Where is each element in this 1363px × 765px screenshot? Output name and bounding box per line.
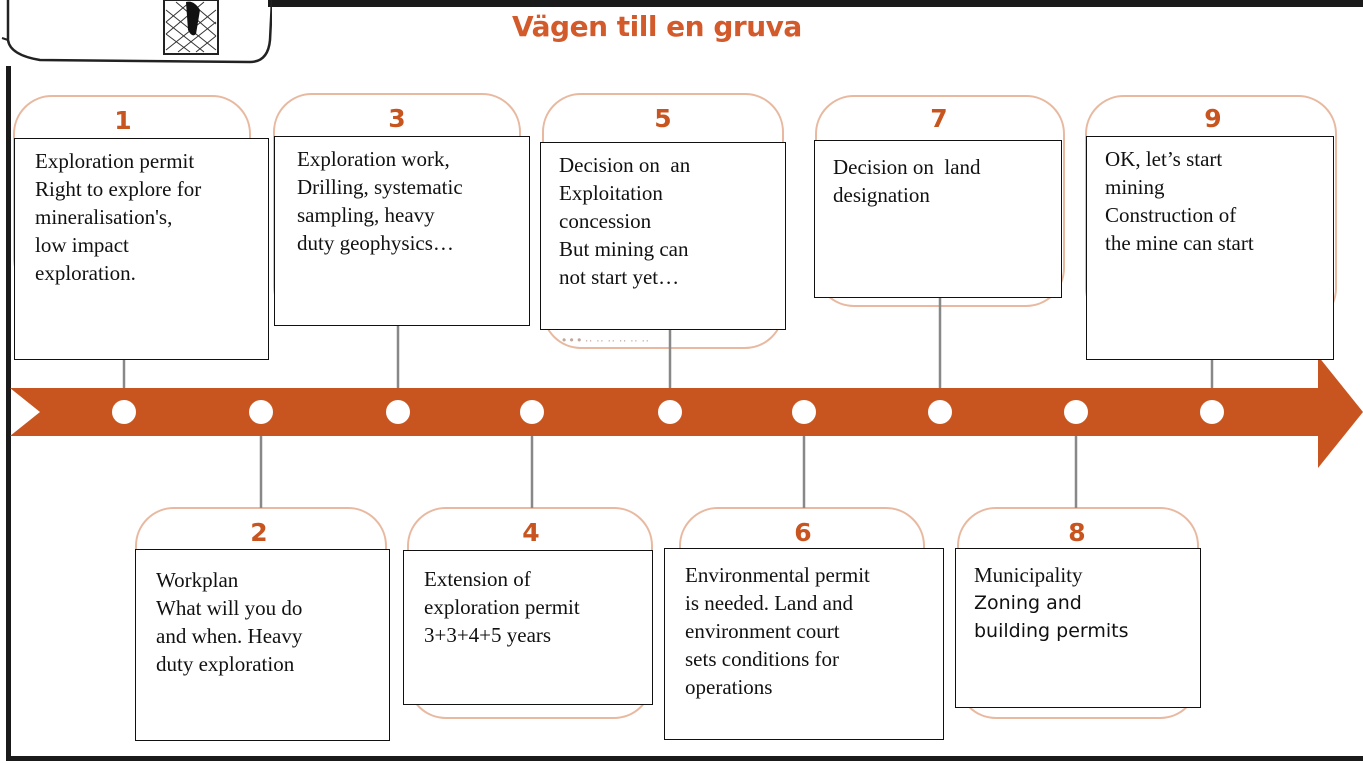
sketch-building-icon: [1, 0, 272, 64]
step-2-line-3: and when. Heavy: [156, 624, 303, 648]
step-2-line-4: duty exploration: [156, 652, 295, 676]
frame-left-border: [6, 66, 11, 760]
step-3-line-2: Drilling, systematic: [297, 175, 463, 199]
step-8-line-3: building permits: [974, 620, 1129, 642]
step-5-line-3: concession: [559, 209, 652, 233]
step-number-1: 1: [114, 106, 132, 135]
step-6-line-4: sets conditions for: [685, 647, 839, 671]
svg-text:• • • ·· ·· ·· ·· ·· ··: • • • ·· ·· ·· ·· ·· ··: [562, 333, 649, 347]
step-3-line-3: sampling, heavy: [297, 203, 435, 227]
step-box-9: OK, let’s start mining Construction of t…: [1086, 136, 1334, 360]
step-1-line-2: Right to explore for: [35, 177, 202, 201]
step-9-line-2: mining: [1105, 175, 1165, 199]
step-1-line-5: exploration.: [35, 261, 136, 285]
step-box-4: Extension of exploration permit 3+3+4+5 …: [403, 550, 653, 705]
step-5-line-4: But mining can: [559, 237, 689, 261]
step-number-9: 9: [1204, 104, 1222, 133]
step-7-line-1: Decision on land: [833, 155, 981, 179]
step-number-8: 8: [1068, 518, 1086, 547]
step-3-line-1: Exploration work,: [297, 147, 450, 171]
step-7-line-2: designation: [833, 183, 930, 207]
step-number-4: 4: [522, 518, 540, 547]
step-number-7: 7: [930, 104, 948, 133]
step-1-line-1: Exploration permit: [35, 149, 195, 173]
step-1-line-4: low impact: [35, 233, 129, 257]
step-6-line-5: operations: [685, 675, 773, 699]
step-2-line-1: Workplan: [156, 568, 239, 592]
step-1-line-3: mineralisation's,: [35, 205, 173, 229]
step-4-line-2: exploration permit: [424, 595, 580, 619]
step-box-6: Environmental permit is needed. Land and…: [664, 548, 944, 740]
step-6-line-3: environment court: [685, 619, 840, 643]
step-9-line-4: the mine can start: [1105, 231, 1254, 255]
step-5-line-2: Exploitation: [559, 181, 663, 205]
step-8-line-2: Zoning and: [974, 592, 1082, 614]
step-box-8: Municipality Zoning and building permits: [955, 548, 1201, 708]
step-number-6: 6: [794, 518, 812, 547]
timeline-arrow: [10, 356, 1363, 468]
step-9-line-1: OK, let’s start: [1105, 147, 1223, 171]
step-number-5: 5: [654, 104, 672, 133]
step-box-3: Exploration work, Drilling, systematic s…: [274, 136, 530, 326]
frame-bottom-border: [6, 756, 1363, 761]
step-2-line-2: What will you do: [156, 596, 303, 620]
step-box-2: Workplan What will you do and when. Heav…: [135, 549, 390, 741]
step-box-5: Decision on an Exploitation concession B…: [540, 142, 786, 330]
step-box-1: Exploration permit Right to explore for …: [14, 138, 269, 360]
step-5-line-1: Decision on an: [559, 153, 691, 177]
step-9-line-3: Construction of: [1105, 203, 1237, 227]
step-5-line-5: not start yet…: [559, 265, 680, 289]
step-8-line-1: Municipality: [974, 563, 1083, 587]
step-6-line-1: Environmental permit: [685, 563, 870, 587]
diagram-title: Vägen till en gruva: [512, 10, 802, 43]
step-4-line-1: Extension of: [424, 567, 531, 591]
step-4-line-3: 3+3+4+5 years: [424, 623, 552, 647]
step-3-line-4: duty geophysics…: [297, 231, 454, 255]
step-number-3: 3: [388, 104, 406, 133]
frame-top-border: [268, 0, 1363, 7]
step-box-7: Decision on land designation: [814, 140, 1062, 298]
step-number-2: 2: [250, 518, 268, 547]
step-6-line-2: is needed. Land and: [685, 591, 853, 615]
